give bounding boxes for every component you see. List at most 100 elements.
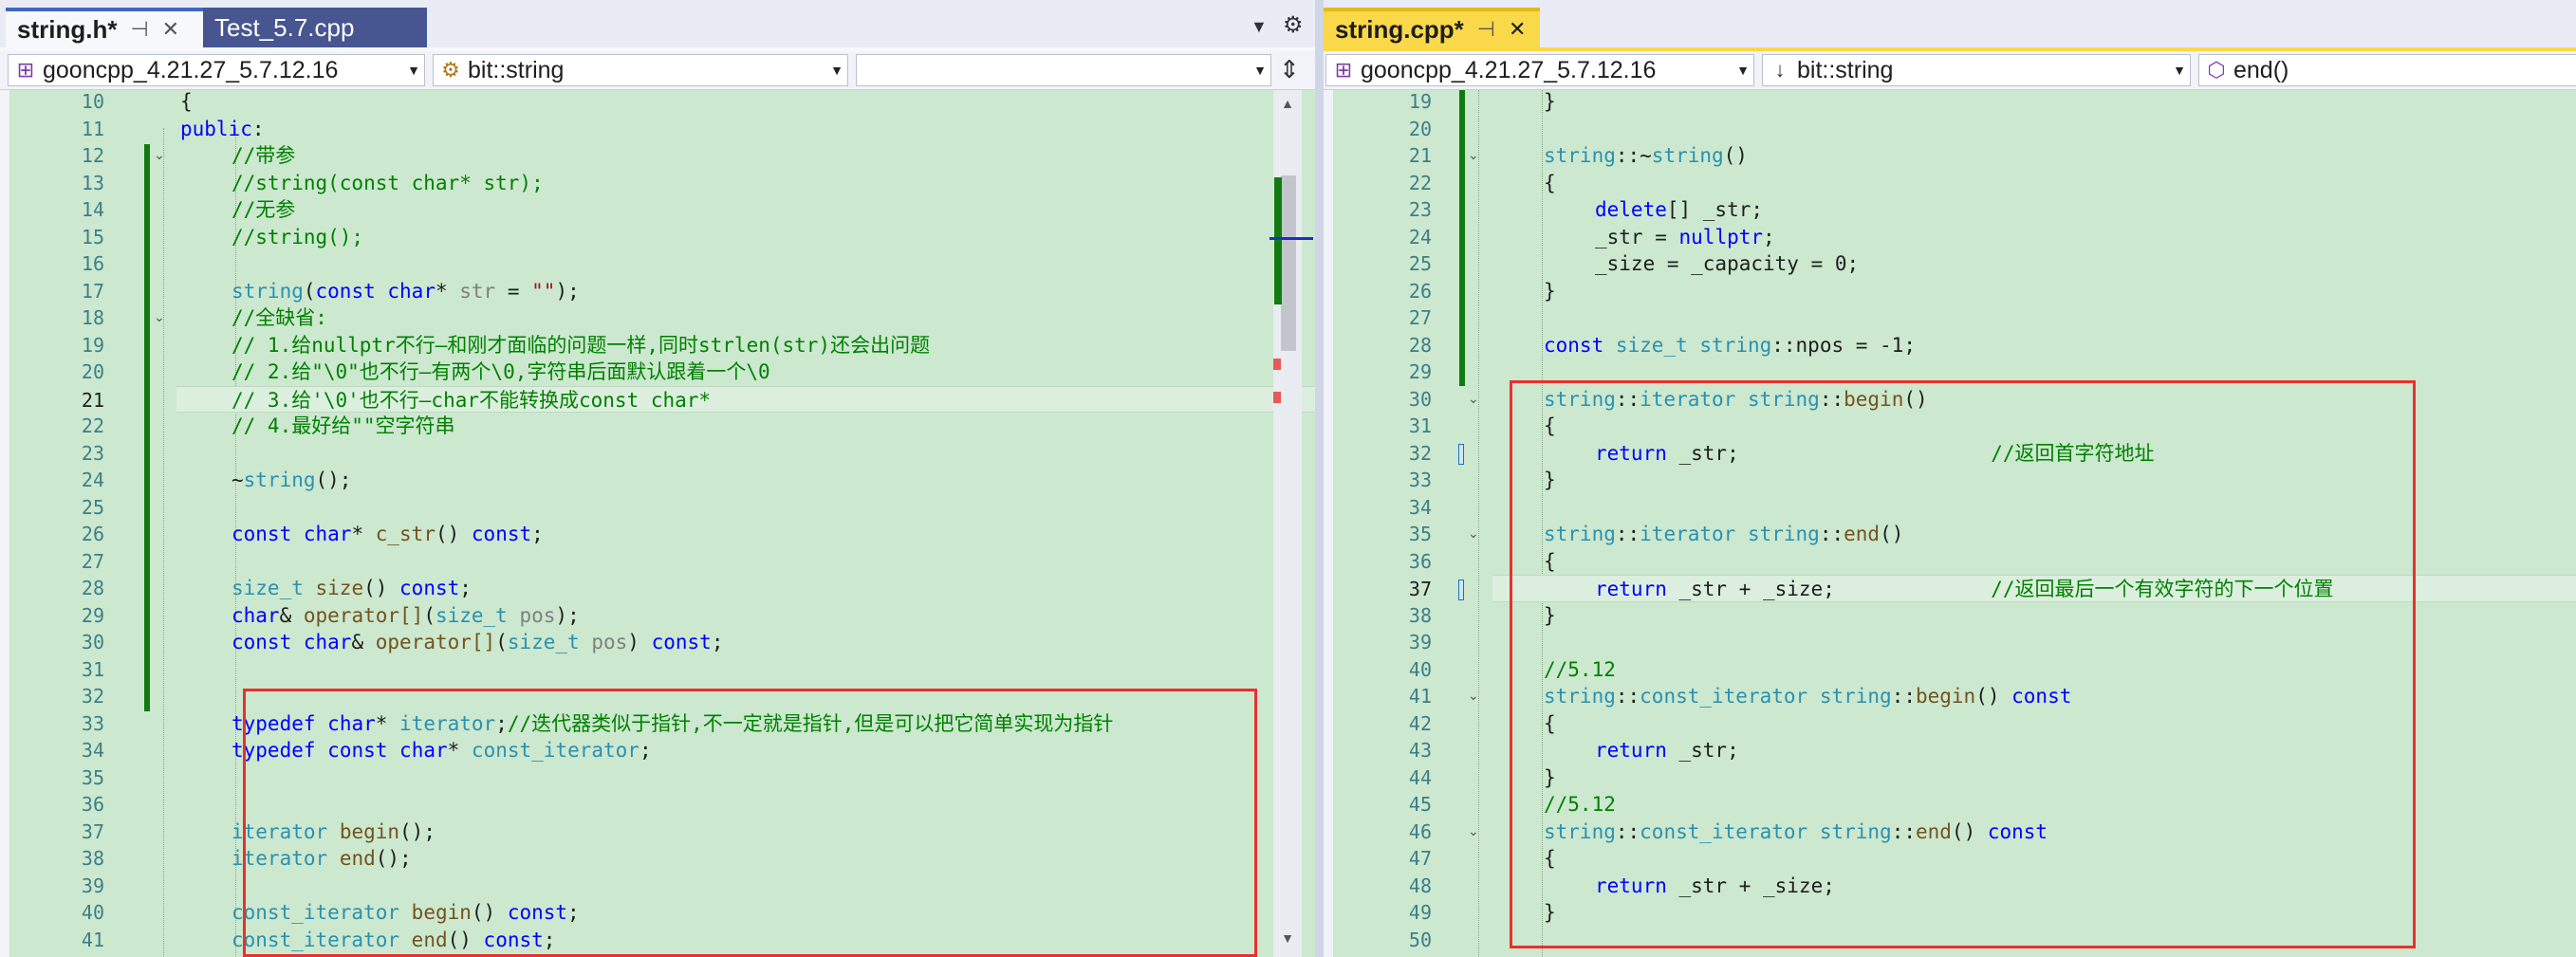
- code-line[interactable]: 15//string();: [0, 224, 1315, 251]
- code-line[interactable]: 47{: [1324, 845, 2576, 873]
- code-line[interactable]: 19// 1.给nullptr不行—和刚才面临的问题一样,同时strlen(st…: [0, 332, 1315, 359]
- code-line[interactable]: 40//5.12: [1324, 656, 2576, 684]
- code-line[interactable]: 21// 3.给'\0'也不行—char不能转换成const char*: [82, 385, 1315, 413]
- code-line[interactable]: 31: [0, 656, 1315, 684]
- code-line[interactable]: 18//全缺省:: [0, 304, 1315, 332]
- scroll-up-icon[interactable]: ▲: [1281, 96, 1294, 111]
- code-line[interactable]: 26}: [1324, 278, 2576, 305]
- vertical-scrollbar[interactable]: ▲ ▼: [1273, 90, 1302, 957]
- pin-icon[interactable]: ⊣: [1476, 17, 1495, 41]
- code-line[interactable]: 16: [0, 250, 1315, 278]
- code-token: typedef: [232, 739, 316, 762]
- code-line[interactable]: 39: [1324, 629, 2576, 656]
- code-line[interactable]: 34: [1324, 494, 2576, 522]
- code-line[interactable]: 20// 2.给"\0"也不行—有两个\0,字符串后面默认跟着一个\0: [0, 359, 1315, 386]
- code-line[interactable]: 31{: [1324, 413, 2576, 440]
- scope-dropdown[interactable]: ⚙ bit::string ▼: [433, 54, 848, 86]
- pane-splitter[interactable]: [1269, 0, 1324, 957]
- code-line[interactable]: 49}: [1324, 899, 2576, 927]
- member-dropdown[interactable]: ⬡ end(): [2198, 54, 2576, 86]
- code-line[interactable]: 29: [1324, 359, 2576, 386]
- code-line[interactable]: 22// 4.最好给""空字符串: [0, 413, 1315, 440]
- code-line[interactable]: 32: [0, 683, 1315, 710]
- line-number: 39: [81, 874, 104, 897]
- project-dropdown[interactable]: ⊞ gooncpp_4.21.27_5.7.12.16 ▼: [8, 54, 425, 86]
- code-line[interactable]: 13//string(const char* str);: [0, 170, 1315, 197]
- code-line[interactable]: 19}: [1324, 90, 2576, 116]
- fold-chevron-icon[interactable]: ⌄: [1468, 823, 1479, 838]
- tab-string-h[interactable]: string.h* ⊣ ✕: [6, 8, 203, 47]
- member-dropdown[interactable]: ▼: [856, 54, 1271, 86]
- edit-marker: [1458, 580, 1464, 600]
- code-line[interactable]: 27: [0, 548, 1315, 576]
- code-line[interactable]: 42{: [1324, 710, 2576, 738]
- code-line[interactable]: 24_str = nullptr;: [1324, 224, 2576, 251]
- code-line[interactable]: 10{: [0, 90, 1315, 116]
- code-line[interactable]: 12//带参: [0, 142, 1315, 170]
- code-line[interactable]: 39: [0, 873, 1315, 900]
- code-line[interactable]: 22{: [1324, 170, 2576, 197]
- close-icon[interactable]: ✕: [161, 17, 180, 41]
- fold-chevron-icon[interactable]: ⌄: [1468, 688, 1479, 703]
- code-line[interactable]: 35: [0, 764, 1315, 792]
- project-dropdown[interactable]: ⊞ gooncpp_4.21.27_5.7.12.16 ▼: [1325, 54, 1754, 86]
- code-line[interactable]: 24~string();: [0, 467, 1315, 494]
- code-line[interactable]: 38}: [1324, 602, 2576, 630]
- gear-icon[interactable]: ⚙: [1283, 12, 1304, 38]
- scope-dropdown[interactable]: ↓ bit::string ▼: [1762, 54, 2191, 86]
- scrollbar-thumb[interactable]: [1281, 175, 1296, 351]
- tab-string-cpp[interactable]: string.cpp* ⊣ ✕: [1324, 8, 1540, 47]
- line-number: 40: [1408, 657, 1432, 681]
- code-line[interactable]: 27: [1324, 304, 2576, 332]
- code-line[interactable]: 36{: [1324, 548, 2576, 576]
- close-icon[interactable]: ✕: [1508, 17, 1527, 41]
- code-line[interactable]: 33}: [1324, 467, 2576, 494]
- scroll-down-icon[interactable]: ▼: [1281, 930, 1294, 946]
- code-line[interactable]: 23: [0, 440, 1315, 468]
- split-icon[interactable]: ⇕: [1279, 55, 1300, 83]
- tab-list-dropdown-icon[interactable]: ▼: [1251, 17, 1268, 36]
- code-line[interactable]: 20: [1324, 116, 2576, 143]
- tab-test-5-7-cpp[interactable]: Test_5.7.cpp: [203, 8, 427, 47]
- code-line[interactable]: 25_size = _capacity = 0;: [1324, 250, 2576, 278]
- code-line[interactable]: 50: [1324, 927, 2576, 954]
- fold-chevron-icon[interactable]: ⌄: [154, 147, 165, 162]
- code-token: [1807, 685, 1820, 708]
- code-line[interactable]: 14//无参: [0, 196, 1315, 224]
- fold-chevron-icon[interactable]: ⌄: [1468, 525, 1479, 541]
- code-line[interactable]: 45//5.12: [1324, 791, 2576, 819]
- fold-chevron-icon[interactable]: ⌄: [154, 309, 165, 324]
- code-line[interactable]: 25: [0, 494, 1315, 522]
- code-line[interactable]: 44}: [1324, 764, 2576, 792]
- fold-chevron-icon[interactable]: ⌄: [1468, 147, 1479, 162]
- right-tab-bar: string.cpp* ⊣ ✕: [1324, 0, 2576, 47]
- fold-chevron-icon[interactable]: ⌄: [1468, 391, 1479, 406]
- code-line[interactable]: 36: [0, 791, 1315, 819]
- pin-icon[interactable]: ⊣: [130, 17, 149, 41]
